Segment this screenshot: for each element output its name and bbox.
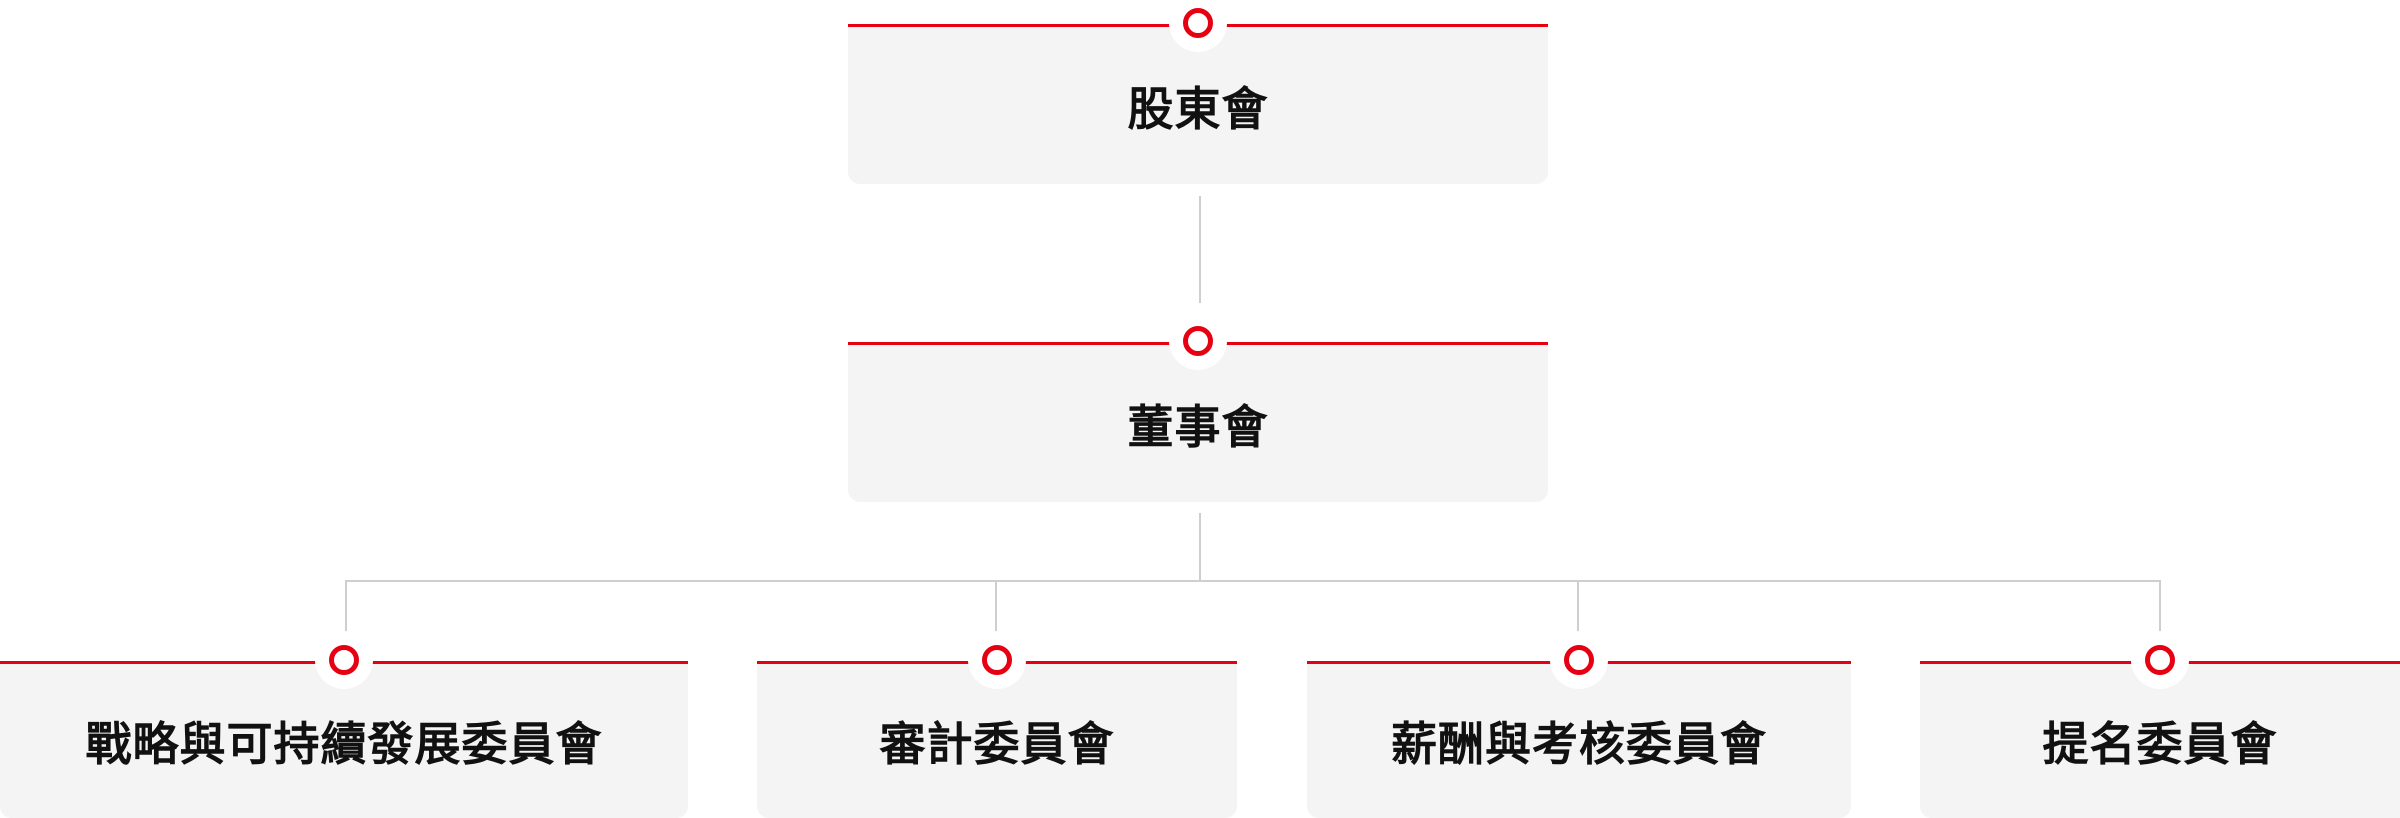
ring-node-icon xyxy=(1564,645,1594,675)
node-label-audit: 審計委員會 xyxy=(879,717,1115,771)
connector-to-nomination xyxy=(2159,580,2161,636)
ring-node-icon xyxy=(1183,326,1213,356)
connector-to-remuneration xyxy=(1577,580,1579,636)
node-board: 董事會 xyxy=(848,326,1548,502)
node-label-board: 董事會 xyxy=(1127,399,1269,454)
node-strategy: 戰略與可持續發展委員會 xyxy=(0,645,688,818)
connector-shareholders-board xyxy=(1199,196,1201,303)
connector-to-audit xyxy=(995,580,997,636)
connector-board-trunk xyxy=(1199,513,1201,581)
node-shareholders: 股東會 xyxy=(848,8,1548,184)
node-audit: 審計委員會 xyxy=(757,645,1237,818)
ring-node-icon xyxy=(2145,645,2175,675)
node-remuneration: 薪酬與考核委員會 xyxy=(1307,645,1851,818)
ring-node-icon xyxy=(982,645,1012,675)
node-label-nomination: 提名委員會 xyxy=(2042,717,2278,771)
node-label-strategy: 戰略與可持續發展委員會 xyxy=(85,717,603,771)
connector-committees-bus xyxy=(345,580,2161,582)
ring-node-icon xyxy=(329,645,359,675)
connector-to-strategy xyxy=(345,580,347,636)
node-label-shareholders: 股東會 xyxy=(1127,81,1269,136)
node-label-remuneration: 薪酬與考核委員會 xyxy=(1391,717,1767,771)
ring-node-icon xyxy=(1183,8,1213,38)
node-nomination: 提名委員會 xyxy=(1920,645,2400,818)
